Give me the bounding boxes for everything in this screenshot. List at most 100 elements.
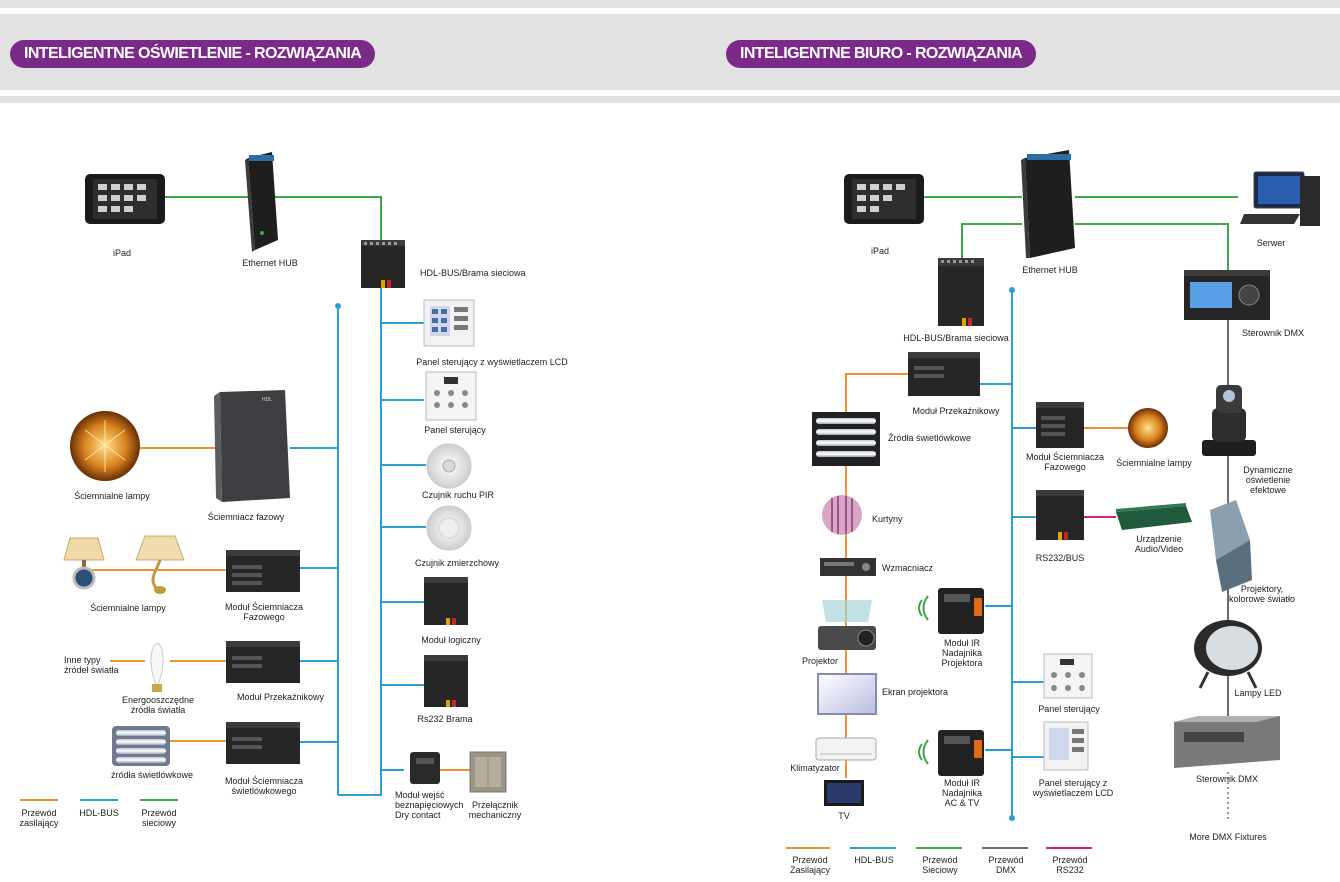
label-led: Lampy LED [1234, 688, 1282, 698]
dmx-controller-icon [1184, 270, 1270, 320]
legend-power-right: Przewód Zasilający [786, 855, 834, 875]
label-projcolor-line2: kolorowe światło [1228, 594, 1296, 604]
label-lcd-panel-right: Panel sterujący z wyświetlaczem LCD [1026, 778, 1120, 798]
gateway-module-icon [361, 240, 405, 288]
dmx-controller-rack-icon [1174, 716, 1280, 768]
label-switch-line2: mechaniczny [468, 810, 522, 820]
legend-power-right-line2: Zasilający [789, 865, 830, 875]
legend-bus-right: HDL-BUS [854, 855, 894, 865]
led-lamp-icon [1194, 620, 1262, 689]
label-relay: Moduł Przekaźnikowy [237, 692, 325, 702]
label-dimmer: Ściemniacz fazowy [207, 512, 285, 522]
label-av-line1: Urządzenie [1136, 534, 1182, 544]
legend-network-right: Przewód Sieciowy [916, 855, 964, 875]
label-curtains: Kurtyny [872, 514, 903, 524]
label-gateway: HDL-BUS/Brama sieciowa [420, 268, 526, 278]
left-wiring [90, 196, 470, 796]
label-tv: TV [838, 811, 850, 821]
label-ir-ac: Moduł IR Nadajnika AC & TV [932, 778, 992, 808]
label-dry-line2: beznapięciowych [395, 800, 464, 810]
projector-screen-icon [817, 673, 877, 715]
legend-rs232-right-line1: Przewód [1052, 855, 1088, 865]
legend-network-line1: Przewód [141, 808, 177, 818]
label-relay-right: Moduł Przekaźnikowy [912, 406, 1000, 416]
curtains-icon [822, 495, 862, 535]
label-eco-line1: Energooszczędne [121, 695, 195, 705]
twilight-sensor-icon [426, 505, 472, 551]
label-phase-module-line2: Fazowego [243, 612, 285, 622]
label-ir-proj-line3: Projektora [941, 658, 983, 668]
ipad-icon [85, 174, 165, 224]
legend-power: Przewód zasilający [14, 808, 64, 828]
label-projector: Projektor [801, 656, 838, 666]
label-ir-ac-line2: Nadajnika [941, 788, 983, 798]
chandelier-icon-right [1128, 408, 1168, 448]
label-fluor-module-line1: Moduł Ściemniacza [224, 776, 304, 786]
label-ac: Klimatyzator [790, 763, 840, 773]
label-phase-module-right: Moduł Ściemniacza Fazowego [1020, 452, 1110, 472]
legend-rs232-right: Przewód RS232 [1046, 855, 1094, 875]
fluorescent-dimmer-module-icon [226, 722, 300, 764]
moving-head-light-icon [1202, 385, 1256, 456]
table-lamp-icon [63, 537, 105, 590]
legend-network: Przewód sieciowy [134, 808, 184, 828]
label-twilight: Czujnik zmierzchowy [414, 558, 500, 568]
label-gateway-right: HDL-BUS/Brama sieciowa [903, 333, 1009, 343]
label-fluor-right: Źródła świetlówkowe [888, 433, 972, 443]
legend-dmx-right-line2: DMX [996, 865, 1016, 875]
label-ir-ac-line1: Moduł IR [943, 778, 980, 788]
label-phase-module: Moduł Ściemniacza Fazowego [216, 602, 312, 622]
label-ir-proj-line1: Moduł IR [943, 638, 980, 648]
svg-text:HDL: HDL [262, 397, 272, 403]
left-title: INTELIGENTNE OŚWIETLENIE - ROZWIĄZANIA [10, 40, 376, 68]
chandelier-icon [70, 411, 140, 481]
label-hub-right: Ethernet HUB [1022, 265, 1078, 275]
server-computer-icon [1240, 171, 1320, 226]
label-other-line2: źródeł światła [64, 665, 119, 675]
legend-rs232-right-line2: RS232 [1056, 865, 1084, 875]
phase-dimmer-icon: HDL [214, 390, 290, 502]
label-panel-right: Panel sterujący [1038, 704, 1100, 714]
label-dyn-line3: efektowe [1249, 485, 1287, 495]
legend-network-right-line1: Przewód [922, 855, 958, 865]
legend-power-line1: Przewód [21, 808, 57, 818]
legend-dmx-right: Przewód DMX [982, 855, 1030, 875]
label-dmx-controller: Sterownik DMX [1241, 328, 1304, 338]
color-projector-light-icon [1210, 500, 1252, 592]
label-hub: Ethernet HUB [242, 258, 298, 268]
label-ir-ac-line3: AC & TV [944, 798, 980, 808]
ir-module-ac-icon [918, 730, 984, 776]
label-rs232: Rs232 Brama [417, 714, 473, 724]
air-conditioner-icon [815, 737, 877, 761]
label-dyn-line2: oświetlenie [1245, 475, 1291, 485]
control-panel-icon-right [1043, 653, 1093, 699]
top-band [0, 0, 1340, 8]
mechanical-switch-icon [469, 751, 507, 793]
label-projcolor-line1: Projektory, [1240, 584, 1284, 594]
label-dry-contact: Moduł wejść beznapięciowych Dry contact [395, 790, 464, 820]
ethernet-hub-icon-right [1021, 150, 1075, 258]
label-amplifier: Wzmacniacz [882, 563, 934, 573]
label-switch: Przełącznik mechaniczny [462, 800, 528, 820]
label-dyn-line1: Dynamiczne [1243, 465, 1293, 475]
label-screen: Ekran projektora [882, 687, 949, 697]
relay-module-icon-right [908, 352, 980, 396]
tv-icon [824, 780, 864, 806]
label-ipad: iPad [112, 248, 131, 258]
amplifier-icon [820, 558, 876, 576]
label-color-projectors: Projektory, kolorowe światło [1226, 584, 1298, 604]
label-dynamic-lighting: Dynamiczne oświetlenie efektowe [1240, 465, 1296, 495]
label-eco-sources: Energooszczędne źródła światła [110, 695, 206, 715]
phase-dimmer-module-icon-right [1036, 402, 1084, 448]
label-logic: Moduł logiczny [421, 635, 481, 645]
legend-bus: HDL-BUS [79, 808, 119, 818]
label-more-dmx: More DMX Fixtures [1189, 832, 1267, 842]
label-eco-line2: źródła światła [130, 705, 186, 715]
label-panel: Panel sterujący [424, 425, 486, 435]
ir-module-projector-icon [918, 588, 984, 634]
fluorescent-tubes-icon [112, 726, 170, 766]
projector-icon [818, 600, 876, 650]
label-other-sources: Inne typy źródeł światła [64, 655, 119, 675]
ethernet-hub-icon [245, 152, 278, 252]
